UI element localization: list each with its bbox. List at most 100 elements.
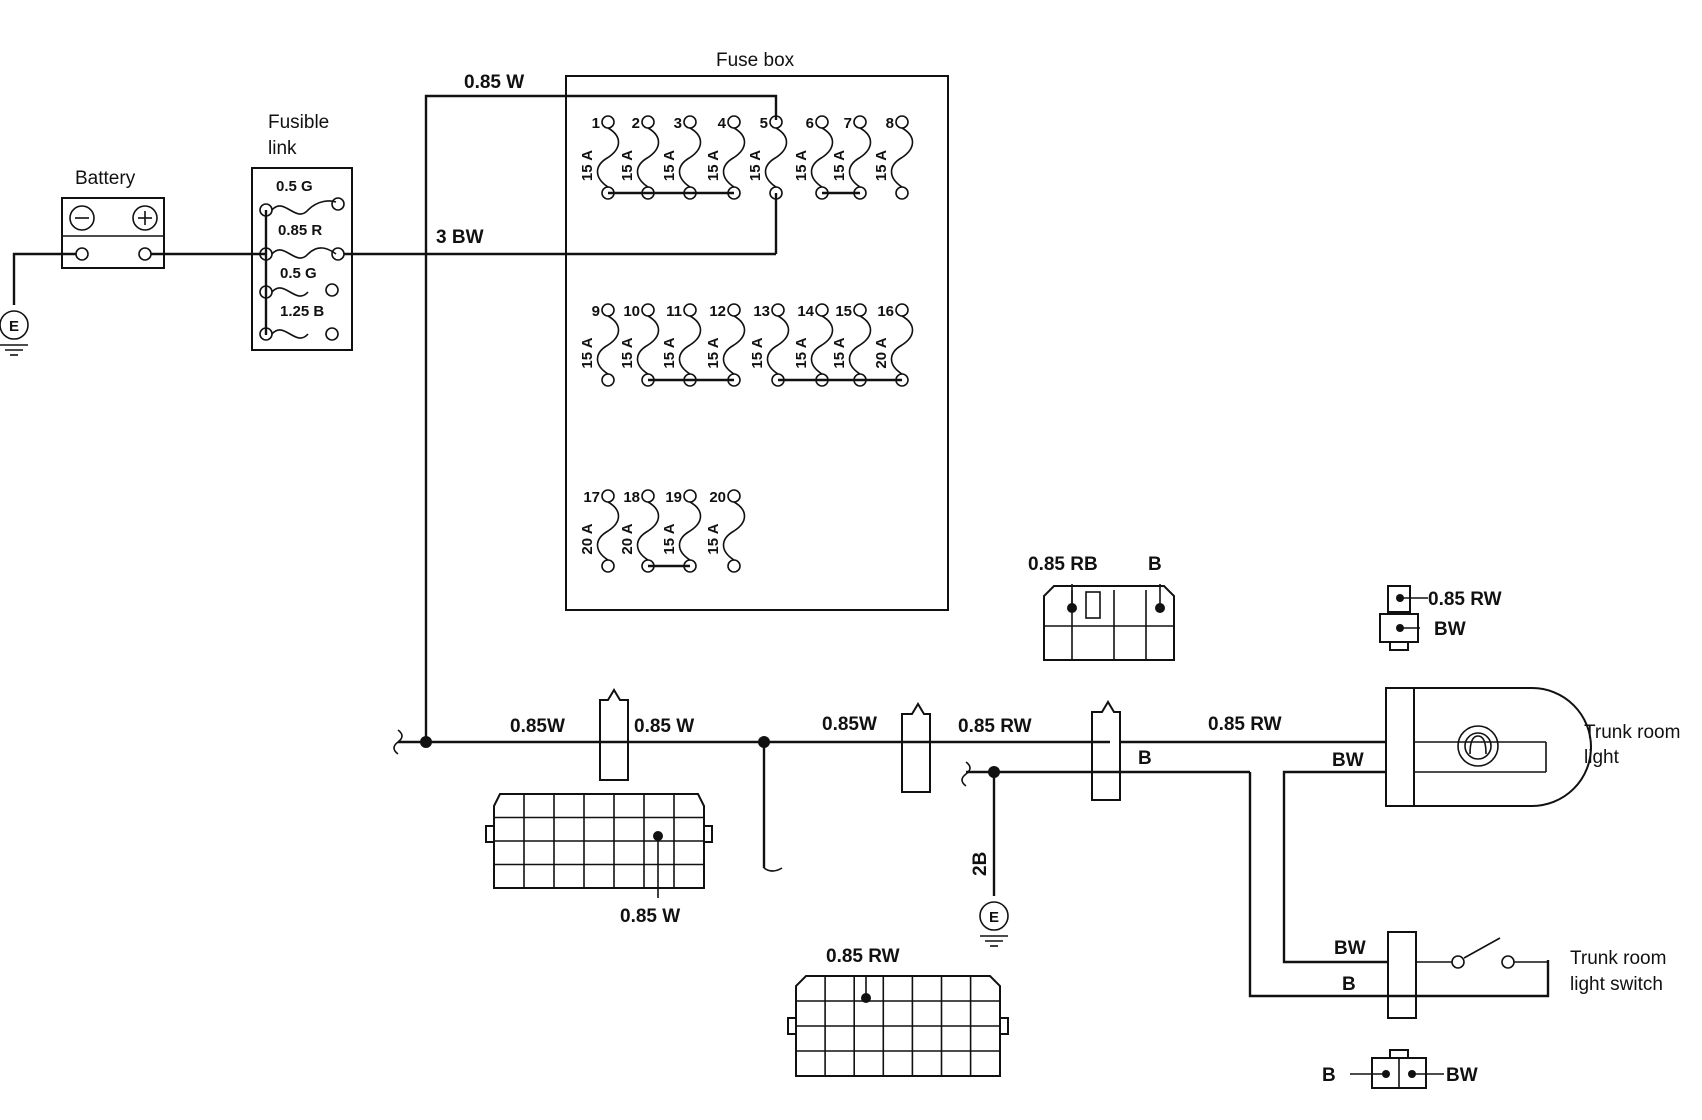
fuse: 3 15 A xyxy=(661,115,702,200)
fuse-number: 4 xyxy=(718,115,727,132)
connector-face: 0.85 RW BW xyxy=(1379,585,1502,651)
connector-wire-label: 0.85 RB xyxy=(1028,554,1098,575)
fusible-link-label-2: link xyxy=(268,138,297,159)
wire-label-top-feed: 0.85 W xyxy=(464,72,524,93)
fuse-rating: 15 A xyxy=(705,523,722,554)
fuse-rating: 15 A xyxy=(619,150,636,181)
fuse-number: 16 xyxy=(877,303,894,320)
battery-positive-icon xyxy=(132,205,158,231)
fuse-rating: 20 A xyxy=(619,523,636,554)
fuse-number: 11 xyxy=(666,303,682,320)
fuse-rating: 15 A xyxy=(705,150,722,181)
fuse-rating: 20 A xyxy=(873,337,890,368)
fuse-box-label: Fuse box xyxy=(716,50,795,71)
connector-face: 0.85 RB B xyxy=(1028,554,1175,661)
trunk-room-light: Trunk room light xyxy=(1385,687,1680,807)
fuse-number: 8 xyxy=(886,115,894,132)
trunk-switch-label-1: Trunk room xyxy=(1570,948,1666,969)
fuse-number: 6 xyxy=(806,115,814,132)
ground-icon: E xyxy=(979,901,1009,947)
fuse-number: 10 xyxy=(623,303,640,320)
wire-label-switch-b: B xyxy=(1342,974,1356,995)
fuse-rating: 15 A xyxy=(831,150,848,181)
fuse-rating: 15 A xyxy=(793,337,810,368)
bulb-icon xyxy=(1457,725,1499,767)
fusible-wire-label: 0.5 G xyxy=(276,178,313,195)
fuse-rating: 15 A xyxy=(619,337,636,368)
trunk-light-label-1: Trunk room xyxy=(1584,722,1680,743)
fuse: 10 15 A xyxy=(619,303,660,387)
connector-wire-label: 0.85 RW xyxy=(1428,589,1502,610)
fuse-number: 12 xyxy=(709,303,726,320)
wire-label: 0.85 RW xyxy=(1208,714,1282,735)
connector-wire-label: B xyxy=(1322,1065,1336,1086)
fuse-rating: 15 A xyxy=(749,337,766,368)
fuse: 7 15 A xyxy=(831,115,872,200)
fuse: 11 15 A xyxy=(661,303,702,387)
connector-face: 0.85 W xyxy=(485,793,713,927)
fusible-link-label-1: Fusible xyxy=(268,112,329,133)
wire-label-light-bw: BW xyxy=(1332,750,1364,771)
fuse: 115 A xyxy=(579,115,620,200)
fuse-number: 14 xyxy=(797,303,814,320)
svg-text:E: E xyxy=(9,318,19,335)
fuse-rating: 15 A xyxy=(747,150,764,181)
fuse: 17 20 A xyxy=(579,489,620,573)
fuse: 4 15 A xyxy=(705,115,746,200)
fuse: 2 15 A xyxy=(619,115,660,200)
fuse-rating: 15 A xyxy=(661,150,678,181)
fuse: 19 15 A xyxy=(661,489,702,573)
trunk-switch-label-2: light switch xyxy=(1570,974,1663,995)
fuse-number: 20 xyxy=(709,489,726,506)
ground-icon: E xyxy=(0,310,29,356)
fusible-wire-label: 0.85 R xyxy=(278,222,322,239)
inline-connector xyxy=(1091,700,1121,801)
connector-wire-label: BW xyxy=(1434,619,1466,640)
wire-label: 0.85 W xyxy=(634,716,694,737)
fuse-number: 17 xyxy=(583,489,600,506)
fuse: 13 15 A xyxy=(749,303,790,387)
svg-text:E: E xyxy=(989,909,999,926)
fuse: 20 15 A xyxy=(705,489,746,573)
inline-connector xyxy=(599,688,629,781)
fuse-rating: 15 A xyxy=(661,337,678,368)
fuse: 615 A xyxy=(793,115,834,200)
trunk-room-light-switch: Trunk room light switch xyxy=(1387,931,1666,1019)
connector-wire-label: 0.85 RW xyxy=(826,946,900,967)
fuse-rating: 20 A xyxy=(579,523,596,554)
connector-face: 0.85 RW xyxy=(787,946,1009,1077)
wire-label: 0.85W xyxy=(822,714,877,735)
wire-label-b: B xyxy=(1138,748,1152,769)
fuse-number: 3 xyxy=(674,115,682,132)
wire-label-switch-bw: BW xyxy=(1334,938,1366,959)
fuse-number: 7 xyxy=(844,115,852,132)
trunk-light-label-2: light xyxy=(1584,747,1620,768)
wire-label-3bw: 3 BW xyxy=(436,227,484,248)
wire-label: 0.85 RW xyxy=(958,716,1032,737)
fuse: 12 15 A xyxy=(705,303,746,387)
fuse-number: 2 xyxy=(632,115,640,132)
fuse-rating: 15 A xyxy=(661,523,678,554)
fuse-rating: 15 A xyxy=(873,150,890,181)
fuse-rating: 15 A xyxy=(579,337,596,368)
battery-negative-icon xyxy=(69,205,95,231)
battery-label: Battery xyxy=(75,168,136,189)
wire-label-2b: 2B xyxy=(970,852,991,876)
fuse-number: 19 xyxy=(665,489,682,506)
connector-wire-label: 0.85 W xyxy=(620,906,680,927)
wire-label: 0.85W xyxy=(510,716,565,737)
fuse-rating: 15 A xyxy=(705,337,722,368)
fusible-wire-label: 1.25 B xyxy=(280,303,324,320)
connector-face: B BW xyxy=(1322,1049,1478,1089)
fuse-number: 1 xyxy=(592,115,600,132)
fusible-link: Fusible link 0.5 G 0.85 R 0.5 G 1.25 B xyxy=(251,112,353,351)
connector-wire-label: B xyxy=(1148,554,1162,575)
fuse-number: 13 xyxy=(753,303,770,320)
inline-connector xyxy=(901,702,931,793)
fuse: 16 20 A xyxy=(873,303,914,387)
fuse: 8 15 A xyxy=(873,115,914,200)
fuse-rating: 15 A xyxy=(831,337,848,368)
